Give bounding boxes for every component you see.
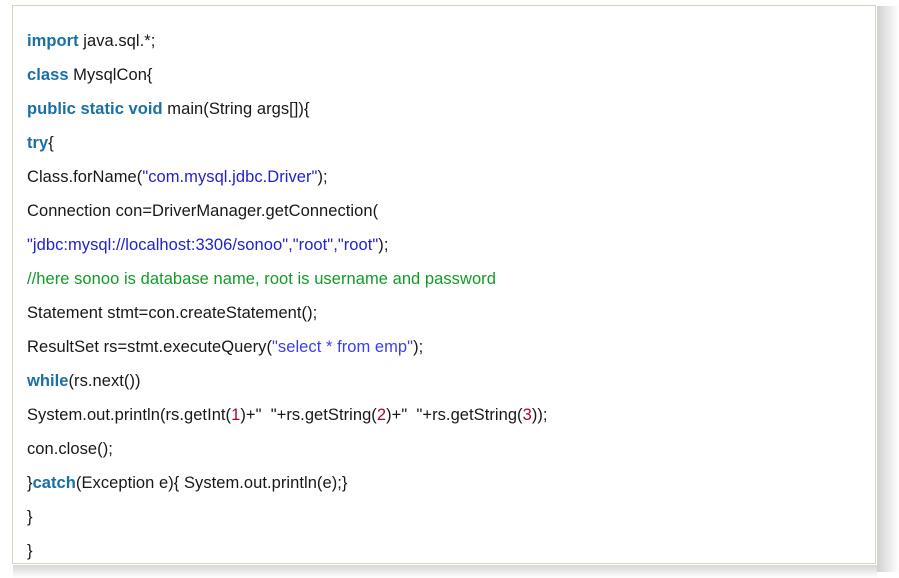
code-token-plain: ); <box>378 236 389 254</box>
code-token-plain: main(String args[]){ <box>162 100 310 118</box>
code-token-cmt: //here sonoo is database name, root is u… <box>27 270 496 288</box>
code-box-shadow-bottom <box>13 565 877 578</box>
code-token-plain: MysqlCon{ <box>68 66 153 84</box>
code-line: con.close(); <box>27 432 875 466</box>
code-token-plain: Statement stmt=con.createStatement(); <box>27 304 318 322</box>
code-token-kw: class <box>27 66 69 84</box>
code-line: while(rs.next()) <box>27 364 875 398</box>
code-token-num: 2 <box>376 406 387 424</box>
code-line: Connection con=DriverManager.getConnecti… <box>27 194 875 228</box>
code-token-plain: } <box>27 542 33 560</box>
code-token-plain: )+" "+rs.getString( <box>386 406 523 424</box>
code-line: public static void main(String args[]){ <box>27 92 875 126</box>
code-token-kw: import <box>27 32 79 50</box>
code-token-kw: while <box>27 372 69 390</box>
code-token-plain: } <box>27 474 33 492</box>
code-line: class MysqlCon{ <box>27 58 875 92</box>
code-line: try{ <box>27 126 875 160</box>
code-token-plain: con.close(); <box>27 440 113 458</box>
code-line: System.out.println(rs.getInt(1)+" "+rs.g… <box>27 398 875 432</box>
code-token-str-soft: "select * from emp" <box>272 338 414 356</box>
code-token-plain: (Exception e){ System.out.println(e);} <box>75 474 348 492</box>
code-token-kw: public static void <box>27 100 163 118</box>
code-line: Statement stmt=con.createStatement(); <box>27 296 875 330</box>
code-line: } <box>27 534 875 563</box>
code-box-shadow-right <box>877 6 899 572</box>
code-line-list: import java.sql.*;class MysqlCon{public … <box>13 6 875 563</box>
code-line: Class.forName("com.mysql.jdbc.Driver"); <box>27 160 875 194</box>
code-token-plain: java.sql.*; <box>78 32 156 50</box>
code-line: ResultSet rs=stmt.executeQuery("select *… <box>27 330 875 364</box>
code-token-plain: { <box>48 134 54 152</box>
code-token-plain: Connection con=DriverManager.getConnecti… <box>27 202 379 220</box>
code-block-container: import java.sql.*;class MysqlCon{public … <box>12 5 876 564</box>
code-line: "jdbc:mysql://localhost:3306/sonoo","roo… <box>27 228 875 262</box>
code-token-plain: } <box>27 508 33 526</box>
code-token-plain: )+" "+rs.getString( <box>240 406 377 424</box>
code-line: import java.sql.*; <box>27 24 875 58</box>
code-token-str: "jdbc:mysql://localhost:3306/sonoo","roo… <box>27 236 379 254</box>
code-token-plain: Class.forName( <box>27 168 143 186</box>
code-token-kw: try <box>27 134 49 152</box>
code-token-str: "com.mysql.jdbc.Driver" <box>142 168 318 186</box>
code-token-num: 1 <box>231 406 241 424</box>
code-token-plain: (rs.next()) <box>68 372 141 390</box>
code-token-plain: ); <box>317 168 328 186</box>
code-line: } <box>27 500 875 534</box>
code-token-plain: ResultSet rs=stmt.executeQuery( <box>27 338 273 356</box>
code-line: }catch(Exception e){ System.out.println(… <box>27 466 875 500</box>
code-token-plain: )); <box>531 406 548 424</box>
code-token-kw: catch <box>32 474 76 492</box>
code-token-plain: System.out.println(rs.getInt( <box>27 406 232 424</box>
code-line: //here sonoo is database name, root is u… <box>27 262 875 296</box>
code-token-plain: ); <box>413 338 424 356</box>
code-token-num: 3 <box>522 406 532 424</box>
